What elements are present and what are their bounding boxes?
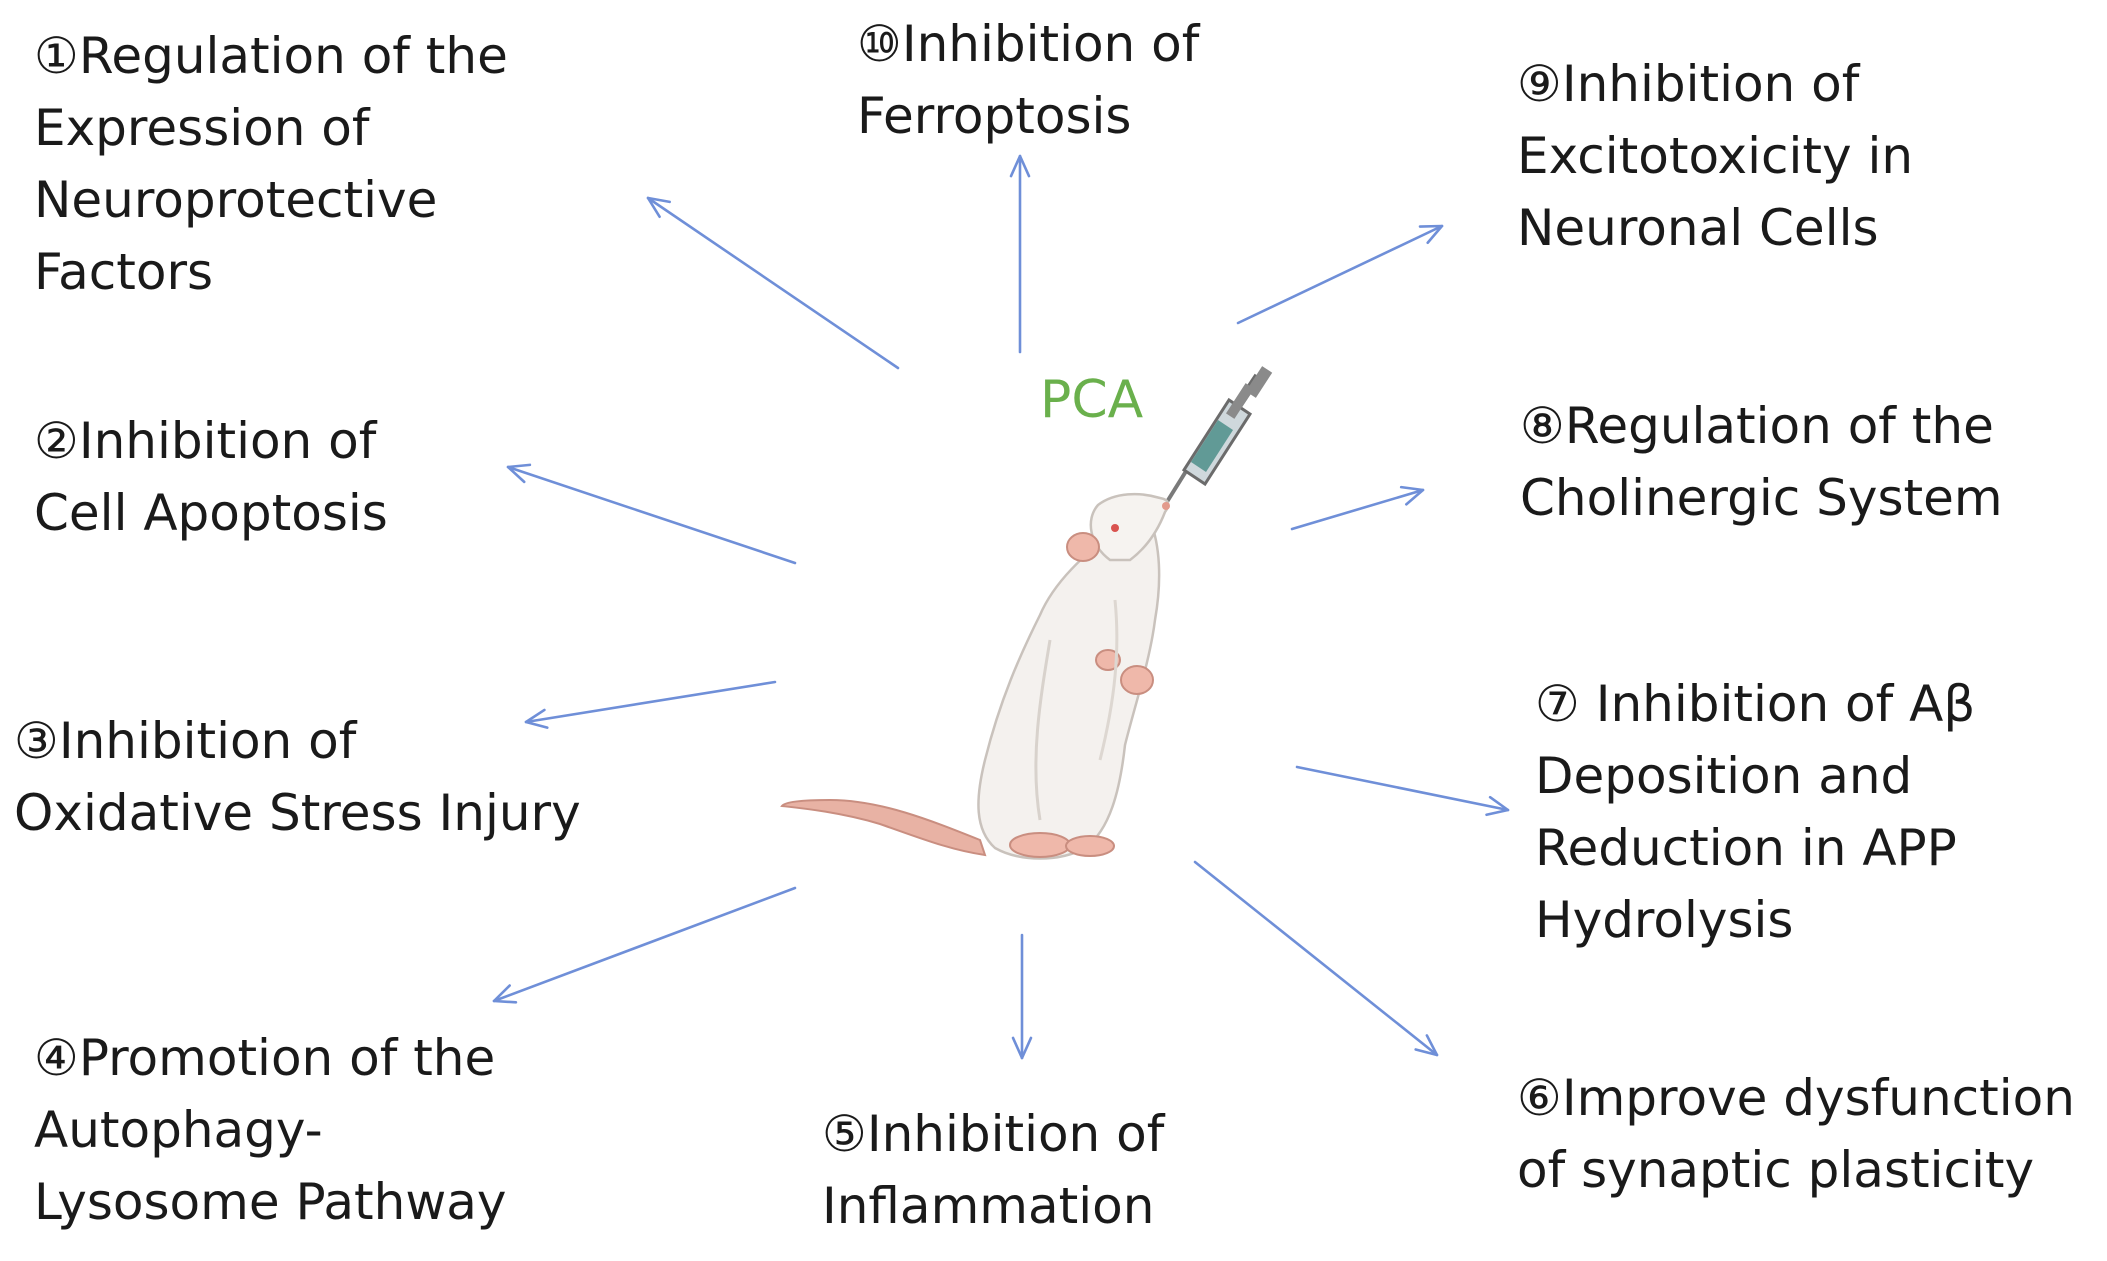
mechanism-1-line-1: ①Regulation of the — [34, 27, 508, 85]
mechanism-6-line-1: ⑥Improve dysfunction — [1517, 1069, 2075, 1127]
mechanism-5-line-1: ⑤Inhibition of — [822, 1105, 1165, 1163]
arrow-to-mechanism-5 — [1011, 933, 1033, 1060]
arrow-to-mechanism-7 — [1295, 765, 1510, 817]
rat-front-paw — [1120, 665, 1154, 695]
rat-nose — [1162, 502, 1170, 510]
mechanism-8-label: ⑧Regulation of the Cholinergic System — [1520, 390, 2003, 534]
rat-tail — [780, 798, 987, 857]
mechanism-4-line-3: Lysosome Pathway — [34, 1173, 507, 1231]
mechanism-3-line-1: ③Inhibition of — [14, 712, 357, 770]
mechanism-7-line-2: Deposition and — [1535, 747, 1913, 805]
mechanism-4-label: ④Promotion of the Autophagy- Lysosome Pa… — [34, 1022, 506, 1238]
arrow-to-mechanism-8 — [1290, 485, 1425, 531]
mechanism-4-line-1: ④Promotion of the — [34, 1029, 496, 1087]
arrow-to-mechanism-3 — [524, 680, 777, 729]
mechanism-1-label: ①Regulation of the Expression of Neuropr… — [34, 20, 508, 308]
mechanism-7-line-1: ⑦ Inhibition of Aβ — [1535, 675, 1976, 733]
mechanism-10-line-1: ⑩Inhibition of — [857, 15, 1200, 73]
arrow-to-mechanism-10 — [1009, 154, 1031, 354]
rat-eye — [1111, 524, 1119, 532]
arrow-to-mechanism-4 — [492, 886, 797, 1004]
arrow-to-mechanism-1 — [646, 196, 900, 370]
mechanism-5-label: ⑤Inhibition of Inflammation — [822, 1098, 1164, 1242]
rat-head — [1089, 492, 1170, 562]
mechanism-2-label: ②Inhibition of Cell Apoptosis — [34, 405, 388, 549]
mechanism-5-line-2: Inflammation — [822, 1177, 1155, 1235]
mechanism-10-line-2: Ferroptosis — [857, 87, 1132, 145]
center-label-pca: PCA — [1040, 370, 1144, 430]
mechanism-8-line-1: ⑧Regulation of the — [1520, 397, 1994, 455]
mechanism-2-line-1: ②Inhibition of — [34, 412, 377, 470]
mechanism-3-line-2: Oxidative Stress Injury — [14, 784, 581, 842]
mechanism-7-line-4: Hydrolysis — [1535, 891, 1794, 949]
rat-hind-foot — [1009, 832, 1071, 858]
mechanism-1-line-3: Neuroprotective — [34, 171, 438, 229]
arrow-to-mechanism-2 — [506, 463, 797, 565]
mechanism-1-line-2: Expression of — [34, 99, 370, 157]
mechanism-9-label: ⑨Inhibition of Excitotoxicity in Neurona… — [1517, 48, 1913, 264]
mechanism-7-line-3: Reduction in APP — [1535, 819, 1957, 877]
mechanism-1-line-4: Factors — [34, 243, 214, 301]
mechanism-8-line-2: Cholinergic System — [1520, 469, 2003, 527]
arrow-to-mechanism-9 — [1236, 224, 1444, 325]
mechanism-7-label: ⑦ Inhibition of Aβ Deposition and Reduct… — [1535, 668, 1975, 956]
mechanism-9-line-1: ⑨Inhibition of — [1517, 55, 1860, 113]
mechanism-10-label: ⑩Inhibition of Ferroptosis — [857, 8, 1199, 152]
mechanism-9-line-2: Excitotoxicity in — [1517, 127, 1914, 185]
mechanism-2-line-2: Cell Apoptosis — [34, 484, 388, 542]
syringe-icon — [1163, 366, 1273, 507]
rat-ear — [1066, 532, 1100, 562]
mechanism-3-label: ③Inhibition of Oxidative Stress Injury — [14, 705, 581, 849]
arrow-to-mechanism-6 — [1193, 860, 1439, 1057]
mechanism-9-line-3: Neuronal Cells — [1517, 199, 1879, 257]
mechanism-4-line-2: Autophagy- — [34, 1101, 323, 1159]
mechanism-6-line-2: of synaptic plasticity — [1517, 1141, 2035, 1199]
mechanism-6-label: ⑥Improve dysfunction of synaptic plastic… — [1517, 1062, 2075, 1206]
